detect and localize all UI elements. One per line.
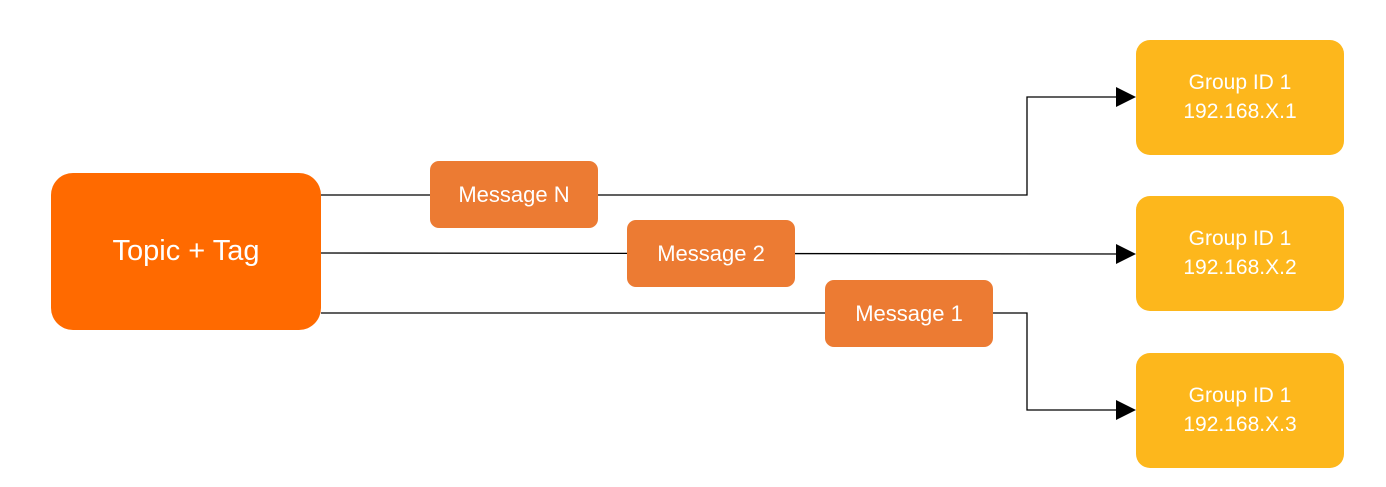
arrowhead-group-2 [1116, 244, 1136, 264]
source-topic-tag: Topic + Tag [51, 173, 321, 330]
message-n-box: Message N [430, 161, 598, 228]
connector-message-n [321, 96, 1126, 196]
message-1-box: Message 1 [825, 280, 993, 347]
message-2-label: Message 2 [657, 240, 765, 266]
arrowhead-group-3 [1116, 400, 1136, 420]
connector-message-1 [321, 312, 1126, 411]
message-2-box: Message 2 [627, 220, 795, 287]
consumer-group-2-address: 192.168.X.2 [1183, 255, 1297, 279]
arrowhead-group-1 [1116, 87, 1136, 107]
message-1-label: Message 1 [855, 300, 963, 326]
source-label: Topic + Tag [112, 234, 260, 267]
consumer-group-3-id: Group ID 1 [1188, 384, 1292, 408]
consumer-group-2-id: Group ID 1 [1188, 227, 1292, 251]
consumer-group-1: Group ID 1 192.168.X.1 [1136, 40, 1344, 155]
consumer-group-3-address: 192.168.X.3 [1183, 412, 1297, 436]
consumer-group-3: Group ID 1 192.168.X.3 [1136, 353, 1344, 468]
consumer-group-1-id: Group ID 1 [1188, 71, 1292, 95]
message-n-label: Message N [458, 181, 570, 207]
consumer-group-2: Group ID 1 192.168.X.2 [1136, 196, 1344, 311]
consumer-group-1-address: 192.168.X.1 [1183, 99, 1297, 123]
